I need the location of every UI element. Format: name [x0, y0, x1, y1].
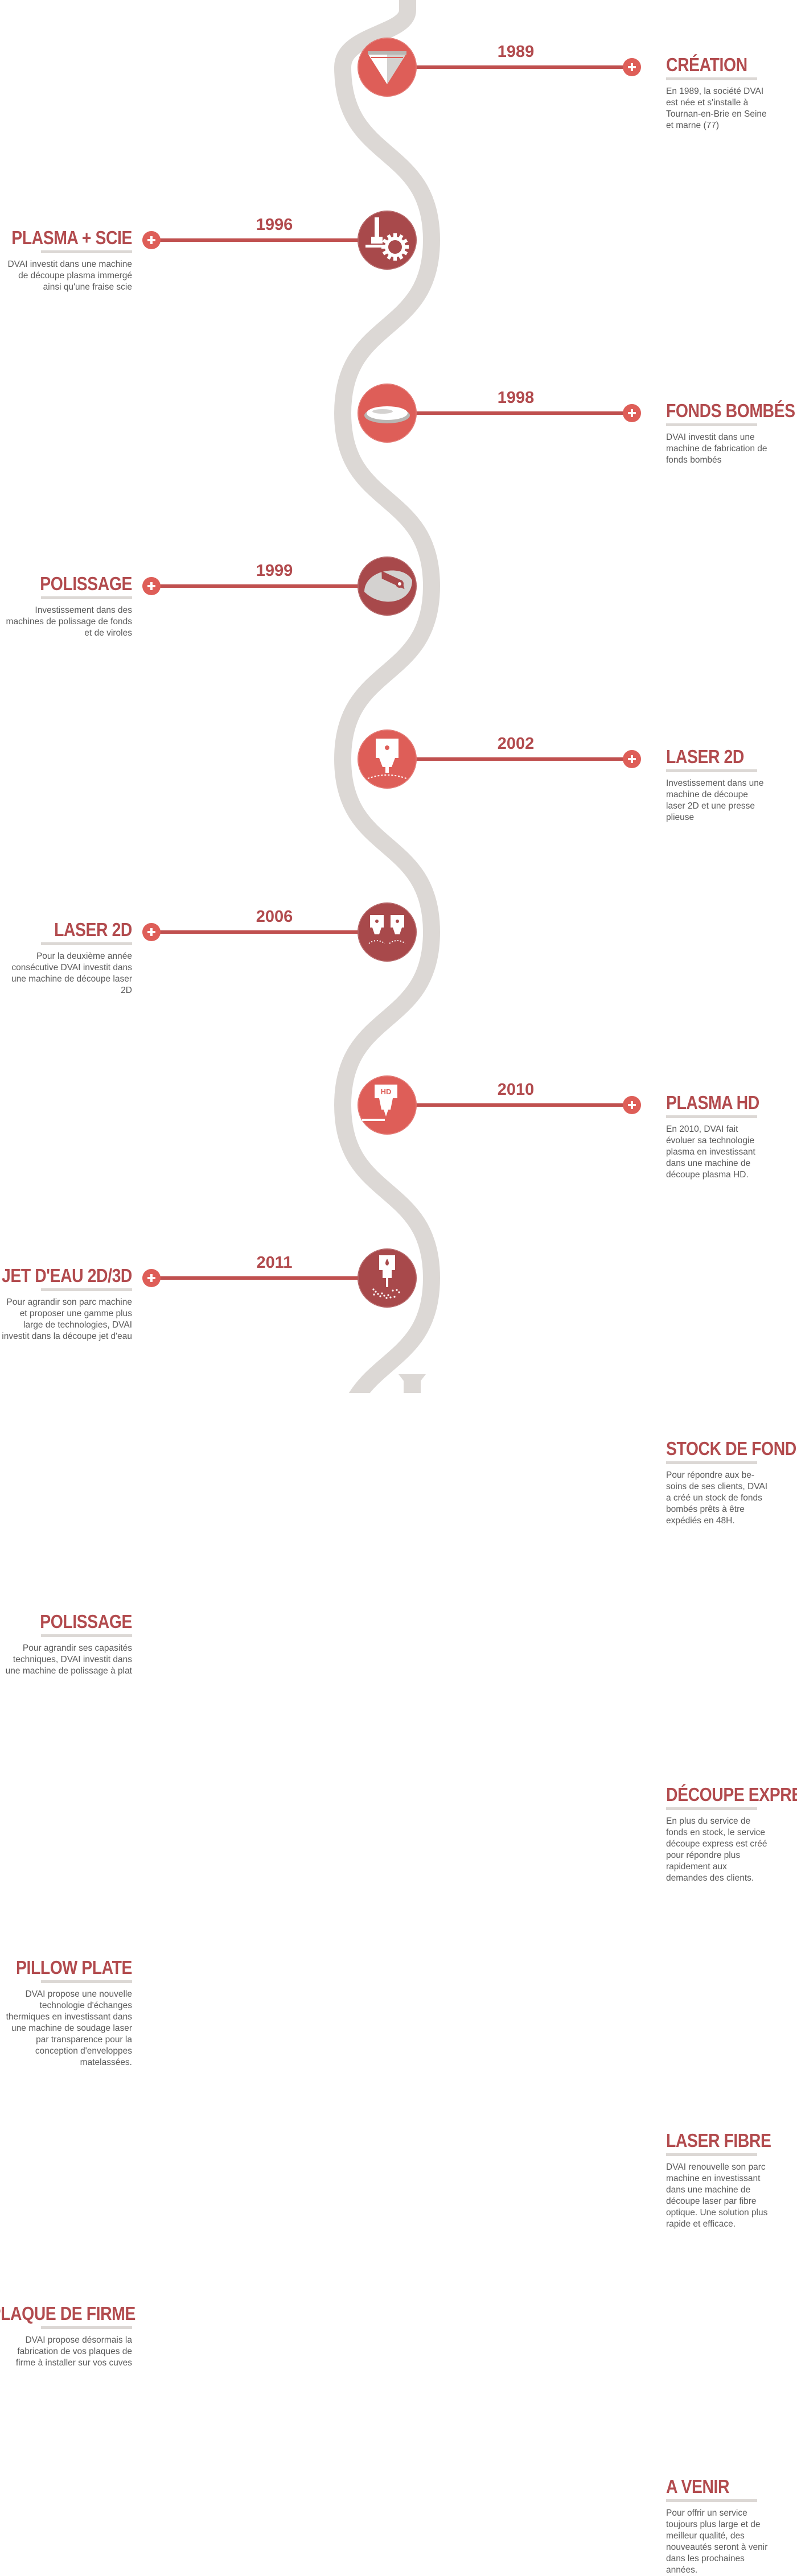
event-title: PLASMA + SCIE — [11, 227, 132, 248]
title-underline — [666, 1807, 757, 1810]
event-title: A VENIR — [666, 2476, 730, 2497]
event-year: 2002 — [498, 735, 535, 753]
event-description: Pour offrir un service toujours plus lar… — [666, 2508, 768, 2575]
event-title: PLASMA HD — [666, 1092, 759, 1113]
event-title: LASER 2D — [54, 919, 132, 940]
title-underline — [666, 769, 757, 772]
event-card: FONDS BOMBÉS DVAI investit dans une machi… — [666, 400, 795, 466]
event-card: A VENIR Pour offrir un service toujours p… — [666, 2476, 791, 2576]
double-laser-icon — [358, 902, 417, 962]
event-title: PLAQUE DE FIRME — [0, 2303, 135, 2324]
event-title: LASER FIBRE — [666, 2130, 771, 2151]
event-title: DÉCOUPE EXPRESS — [666, 1784, 797, 1805]
expand-button[interactable] — [623, 750, 641, 768]
timeline-event: 1998 — [358, 384, 641, 443]
timeline-graphic: 1989199619981999200220062010HD2011201420… — [142, 0, 641, 1393]
expand-button[interactable] — [623, 58, 641, 76]
event-title: STOCK DE FONDS — [666, 1438, 797, 1459]
event-card: STOCK DE FONDS Pour répondre aux be-soins… — [666, 1438, 797, 1527]
event-card: POLISSAGE Pour agrandir ses capasités tec… — [0, 1611, 133, 1677]
title-underline — [666, 1115, 757, 1118]
timeline-event: 2006 — [142, 902, 417, 962]
event-description: Pour répondre aux be-soins de ses client… — [666, 1470, 768, 1526]
event-year: 1998 — [498, 389, 535, 407]
expand-button[interactable] — [142, 231, 161, 249]
event-card: PLAQUE DE FIRME DVAI propose désormais la… — [0, 2303, 135, 2369]
event-year: 1989 — [498, 43, 535, 61]
event-description: DVAI propose désormais la fabrication de… — [15, 2335, 132, 2368]
expand-button[interactable] — [142, 1269, 161, 1287]
polishing-icon — [358, 557, 417, 616]
event-year: 2010 — [498, 1081, 535, 1099]
event-card: POLISSAGE Investissement dans des machine… — [0, 573, 133, 639]
waterjet-icon — [358, 1248, 417, 1308]
event-title: POLISSAGE — [40, 1611, 132, 1632]
dished-head-icon — [358, 384, 417, 443]
event-title: PILLOW PLATE — [16, 1957, 132, 1978]
title-underline — [666, 2499, 757, 2502]
event-card: JET D'EAU 2D/3D Pour agrandir son parc ma… — [0, 1266, 132, 1342]
title-underline — [666, 2153, 757, 2156]
timeline-event: 1996 — [142, 211, 417, 270]
expand-button[interactable] — [142, 577, 161, 595]
title-underline — [41, 942, 132, 945]
title-underline — [41, 250, 132, 253]
title-underline — [41, 1634, 132, 1637]
title-underline — [41, 2326, 132, 2329]
event-description: DVAI renouvelle son parc machine en inve… — [666, 2162, 768, 2229]
event-description: DVAI investit dans une machine de fabric… — [666, 432, 767, 465]
event-card: LASER 2D Investissement dans une machine … — [666, 747, 791, 823]
timeline-event: 1999 — [142, 557, 417, 616]
event-description: En 1989, la société DVAI est née et s'in… — [666, 86, 767, 130]
title-underline — [666, 77, 757, 80]
event-description: Pour la deuxième année consécutive DVAI … — [11, 951, 132, 995]
event-description: Investissement dans des machines de poli… — [6, 605, 132, 638]
title-underline — [41, 596, 132, 599]
event-title: JET D'EAU 2D/3D — [2, 1265, 132, 1286]
title-underline — [41, 1288, 132, 1291]
expand-button[interactable] — [142, 923, 161, 941]
event-card: PLASMA + SCIE DVAI investit dans une mach… — [0, 228, 132, 293]
timeline-path — [334, 0, 441, 1393]
title-underline — [41, 1980, 132, 1983]
laser-head-icon — [358, 729, 417, 789]
title-underline — [666, 423, 757, 426]
event-description: En plus du service de fonds en stock, le… — [666, 1816, 767, 1883]
event-description: Pour agrandir son parc machine et propos… — [2, 1297, 132, 1341]
event-card: LASER FIBRE DVAI renouvelle son parc mach… — [666, 2130, 791, 2230]
event-card: DÉCOUPE EXPRESS En plus du service de fon… — [666, 1784, 797, 1884]
event-description: En 2010, DVAI fait évoluer sa technologi… — [666, 1124, 755, 1180]
event-card: LASER 2D Pour la deuxième année consécuti… — [0, 920, 132, 996]
event-card: PLASMA HD En 2010, DVAI fait évoluer sa t… — [666, 1093, 791, 1181]
plasma-saw-icon — [358, 211, 417, 270]
plasma-hd-icon: HD — [358, 1075, 417, 1135]
timeline-event: 2002 — [358, 729, 641, 789]
title-underline — [666, 1461, 757, 1464]
timeline-arrow-icon — [398, 1374, 426, 1392]
svg-text:HD: HD — [381, 1087, 392, 1096]
expand-button[interactable] — [623, 1096, 641, 1114]
expand-button[interactable] — [623, 404, 641, 422]
event-card: CRÉATION En 1989, la société DVAI est née… — [666, 55, 791, 131]
event-title: LASER 2D — [666, 746, 744, 767]
timeline-event: 2011 — [142, 1248, 417, 1308]
timeline-event: 1989 — [358, 38, 641, 97]
drill-bit-icon — [358, 38, 417, 97]
event-title: POLISSAGE — [40, 573, 132, 594]
event-title: CRÉATION — [666, 54, 747, 75]
event-year: 1999 — [256, 562, 293, 580]
event-card: PILLOW PLATE DVAI propose une nouvelle te… — [0, 1957, 133, 2068]
icon-disc — [358, 211, 417, 270]
event-title: FONDS BOMBÉS — [666, 400, 795, 421]
timeline-event: 2010 HD — [358, 1075, 641, 1135]
event-year: 1996 — [256, 216, 293, 234]
event-year: 2011 — [257, 1254, 293, 1272]
event-year: 2006 — [256, 908, 293, 926]
event-description: Investissement dans une machine de décou… — [666, 778, 764, 822]
event-description: DVAI investit dans une machine de découp… — [7, 259, 132, 292]
event-description: Pour agrandir ses capasités techniques, … — [5, 1643, 132, 1676]
event-description: DVAI propose une nouvelle technologie d'… — [6, 1989, 132, 2067]
